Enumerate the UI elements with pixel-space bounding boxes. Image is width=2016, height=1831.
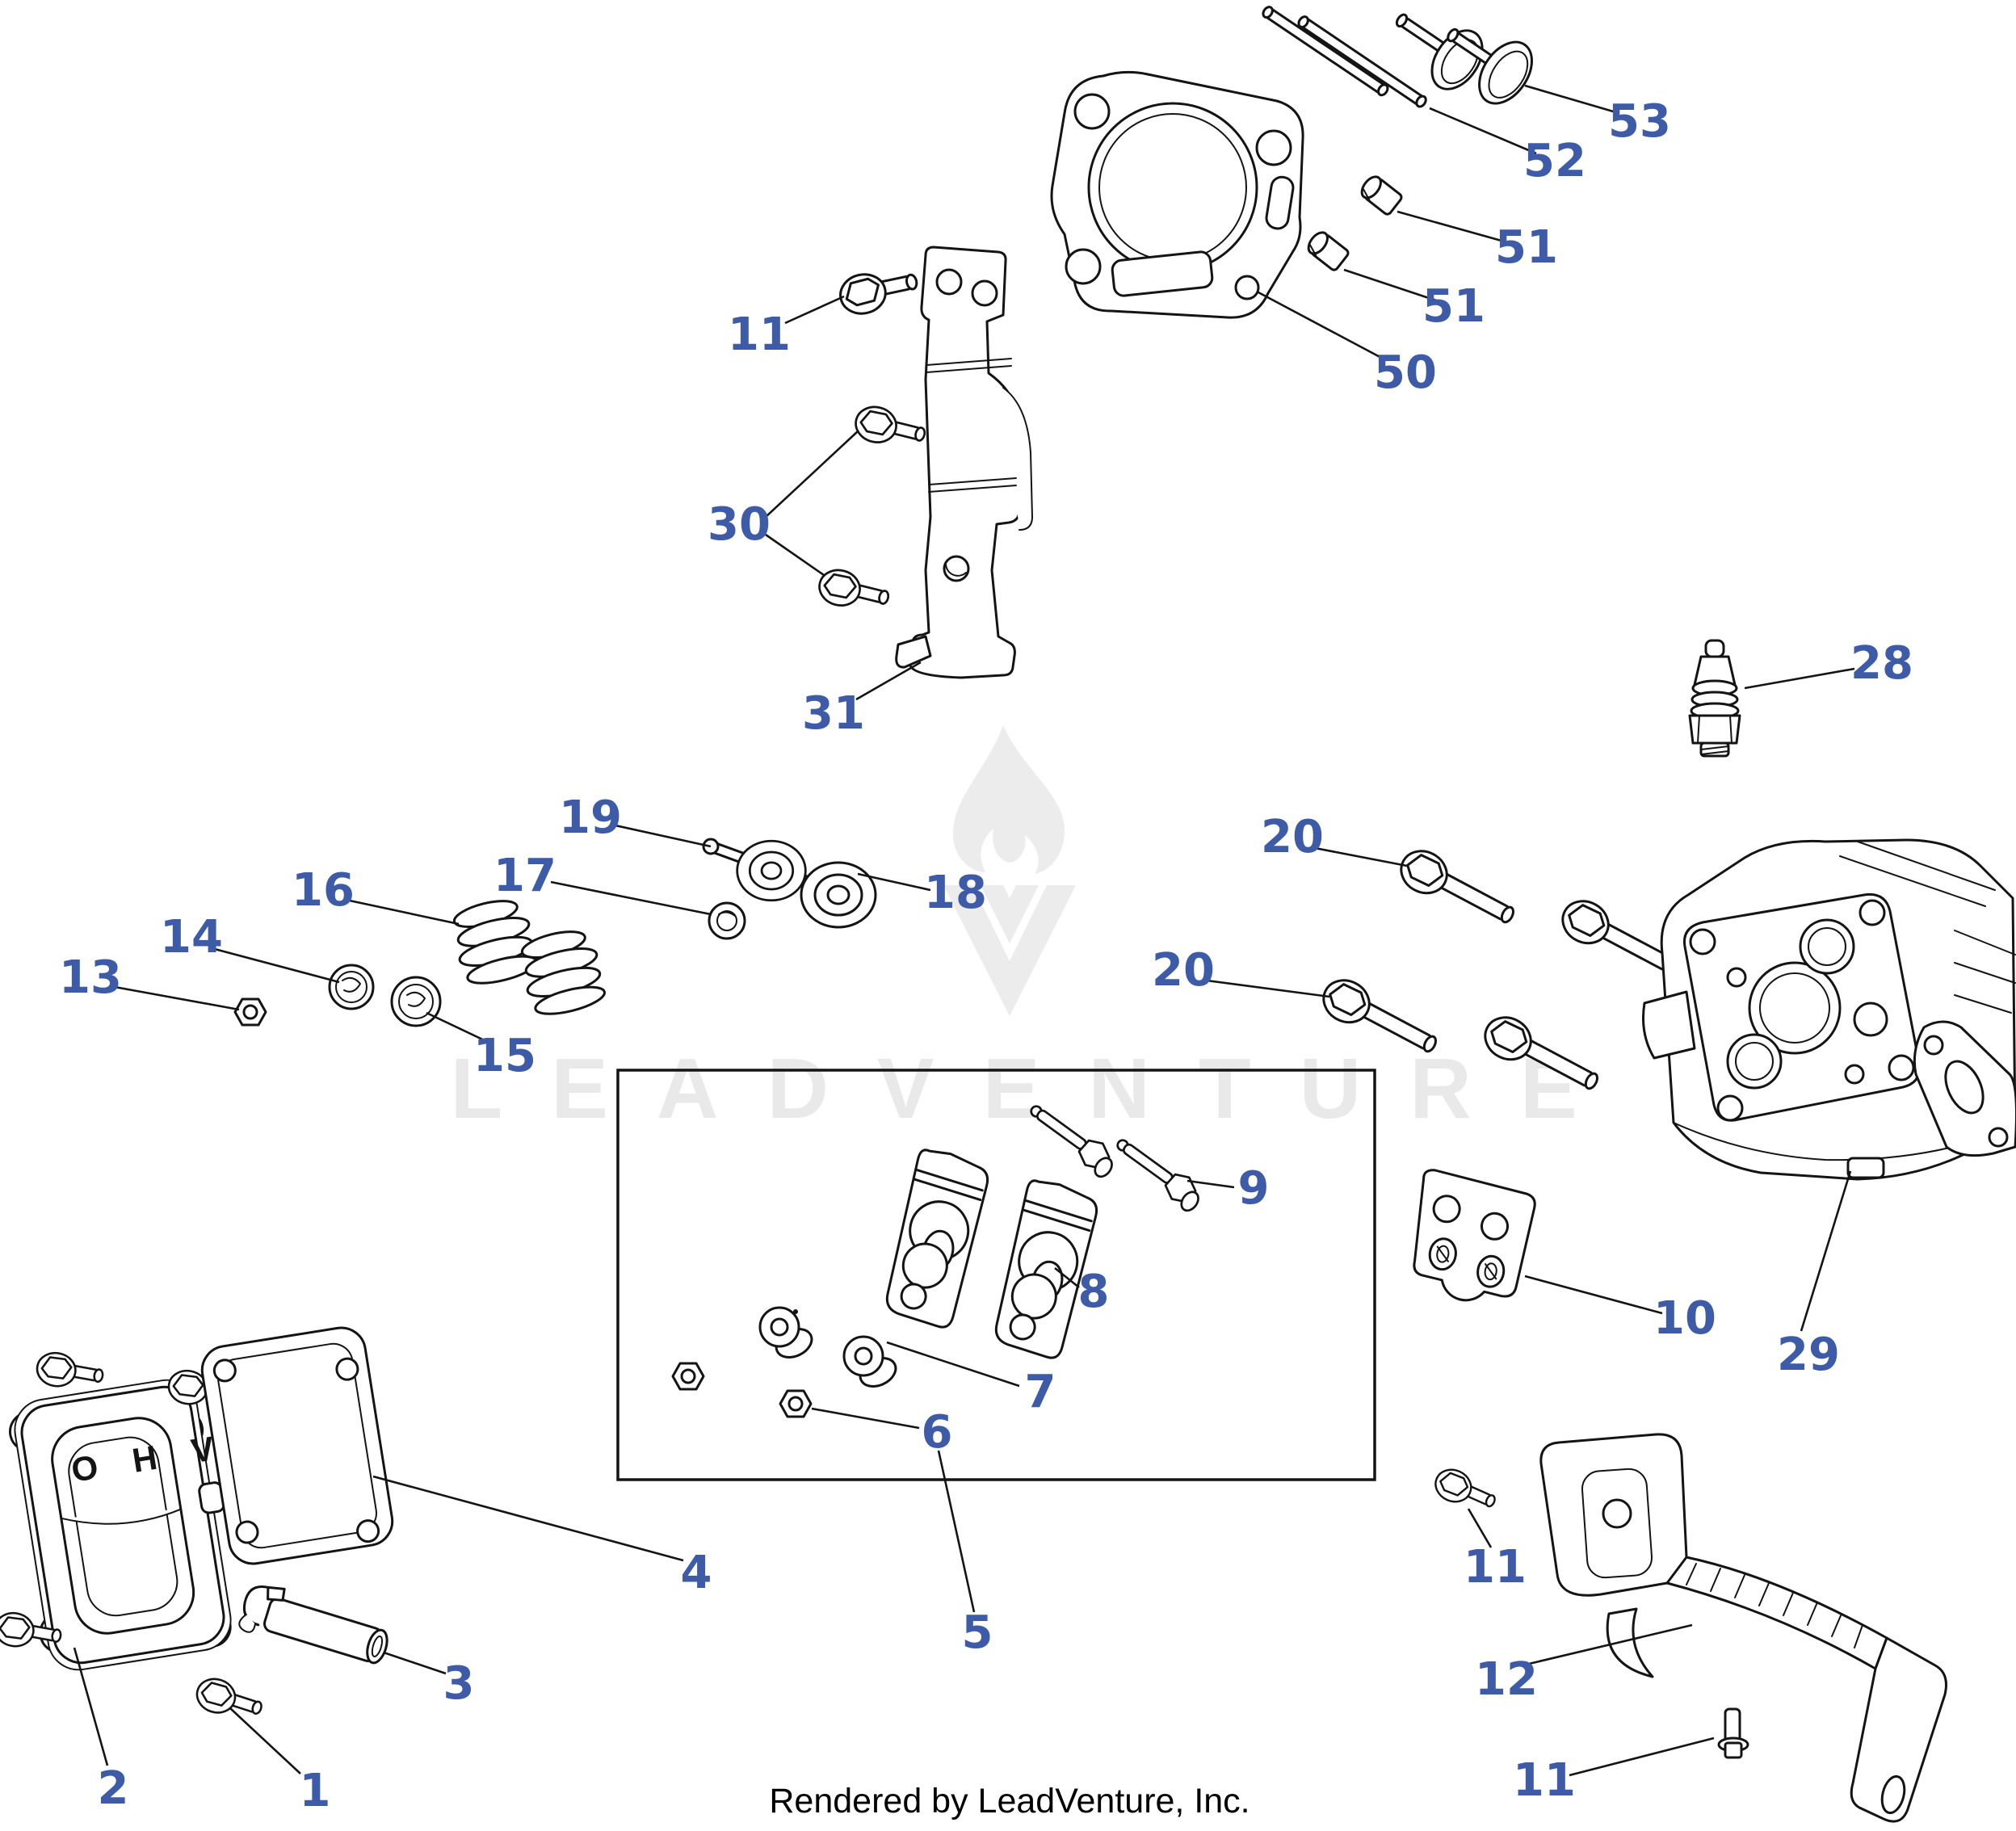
cylinder-head bbox=[1642, 838, 2016, 1181]
callout-28[interactable]: 28 bbox=[1850, 637, 1913, 690]
callout-3[interactable]: 3 bbox=[443, 1657, 475, 1710]
dowel-pins bbox=[1307, 175, 1403, 271]
rocker-plate bbox=[1413, 1169, 1536, 1302]
callout-50[interactable]: 50 bbox=[1374, 346, 1437, 399]
callout-18[interactable]: 18 bbox=[924, 867, 987, 919]
callout-1[interactable]: 1 bbox=[299, 1765, 331, 1817]
valve-rotator bbox=[390, 976, 442, 1027]
bracket-bolts-pair bbox=[814, 401, 930, 618]
valve-cover: O H V bbox=[9, 1379, 232, 1671]
callout-13[interactable]: 13 bbox=[59, 951, 122, 1004]
callout-20-upper[interactable]: 20 bbox=[1261, 811, 1324, 863]
shield-bolt-upper bbox=[1429, 1463, 1502, 1519]
valve-stem-seal bbox=[708, 901, 746, 940]
rocker-arms bbox=[882, 1145, 1102, 1363]
callout-5[interactable]: 5 bbox=[961, 1606, 993, 1659]
valve-spring-retainer-nut bbox=[233, 997, 267, 1027]
callout-16[interactable]: 16 bbox=[292, 864, 355, 917]
pivot-lock-nuts bbox=[671, 1362, 813, 1418]
callout-4[interactable]: 4 bbox=[680, 1547, 712, 1599]
valve-springs bbox=[447, 892, 610, 1022]
callout-31[interactable]: 31 bbox=[802, 687, 865, 740]
inset-box bbox=[616, 1069, 1376, 1481]
heat-shield bbox=[1539, 1433, 1947, 1823]
bracket-bolt-top bbox=[835, 262, 922, 319]
callout-12[interactable]: 12 bbox=[1475, 1653, 1538, 1706]
leader-lines bbox=[73, 84, 1855, 1777]
callout-11-top[interactable]: 11 bbox=[728, 309, 791, 361]
cover-bolt-1 bbox=[191, 1673, 267, 1728]
valves bbox=[1395, 13, 1533, 105]
cover-gasket bbox=[200, 1326, 394, 1565]
callout-2[interactable]: 2 bbox=[97, 1762, 129, 1815]
callout-10[interactable]: 10 bbox=[1653, 1292, 1716, 1345]
breather-tube bbox=[238, 1585, 388, 1665]
head-gasket bbox=[1050, 70, 1304, 319]
callout-11-foot[interactable]: 11 bbox=[1513, 1754, 1576, 1807]
callout-11-shield[interactable]: 11 bbox=[1464, 1541, 1527, 1594]
rocker-pivots bbox=[758, 1306, 902, 1393]
callout-53[interactable]: 53 bbox=[1608, 95, 1671, 148]
callout-6[interactable]: 6 bbox=[921, 1406, 953, 1459]
callout-9[interactable]: 9 bbox=[1237, 1162, 1270, 1215]
footer-credit: Rendered by LeadVenture, Inc. bbox=[769, 1782, 1250, 1821]
watermark-logo-icon bbox=[943, 725, 1076, 1016]
callout-14[interactable]: 14 bbox=[160, 911, 223, 964]
callout-15[interactable]: 15 bbox=[473, 1030, 536, 1082]
callout-8[interactable]: 8 bbox=[1077, 1266, 1110, 1318]
callout-51-lower[interactable]: 51 bbox=[1422, 280, 1485, 333]
spring-seat bbox=[328, 964, 375, 1010]
head-bolts-lower-pair bbox=[1315, 971, 1606, 1104]
bracket bbox=[895, 246, 1033, 679]
callout-29[interactable]: 29 bbox=[1777, 1329, 1840, 1381]
callout-17[interactable]: 17 bbox=[494, 850, 556, 902]
stray-dot bbox=[793, 1309, 798, 1314]
shield-bolt-lower bbox=[1717, 1707, 1749, 1759]
spark-plug bbox=[1688, 639, 1741, 758]
callout-52[interactable]: 52 bbox=[1523, 135, 1586, 187]
callout-30[interactable]: 30 bbox=[708, 498, 771, 551]
watermark-text: LEADVENTURE bbox=[450, 1041, 1626, 1136]
head-bolts-upper-pair bbox=[1392, 842, 1684, 988]
callout-7[interactable]: 7 bbox=[1024, 1366, 1056, 1418]
callout-51-upper[interactable]: 51 bbox=[1495, 221, 1558, 274]
callout-19[interactable]: 19 bbox=[559, 792, 622, 844]
push-rods bbox=[1262, 6, 1427, 108]
callout-20-lower[interactable]: 20 bbox=[1152, 944, 1215, 997]
